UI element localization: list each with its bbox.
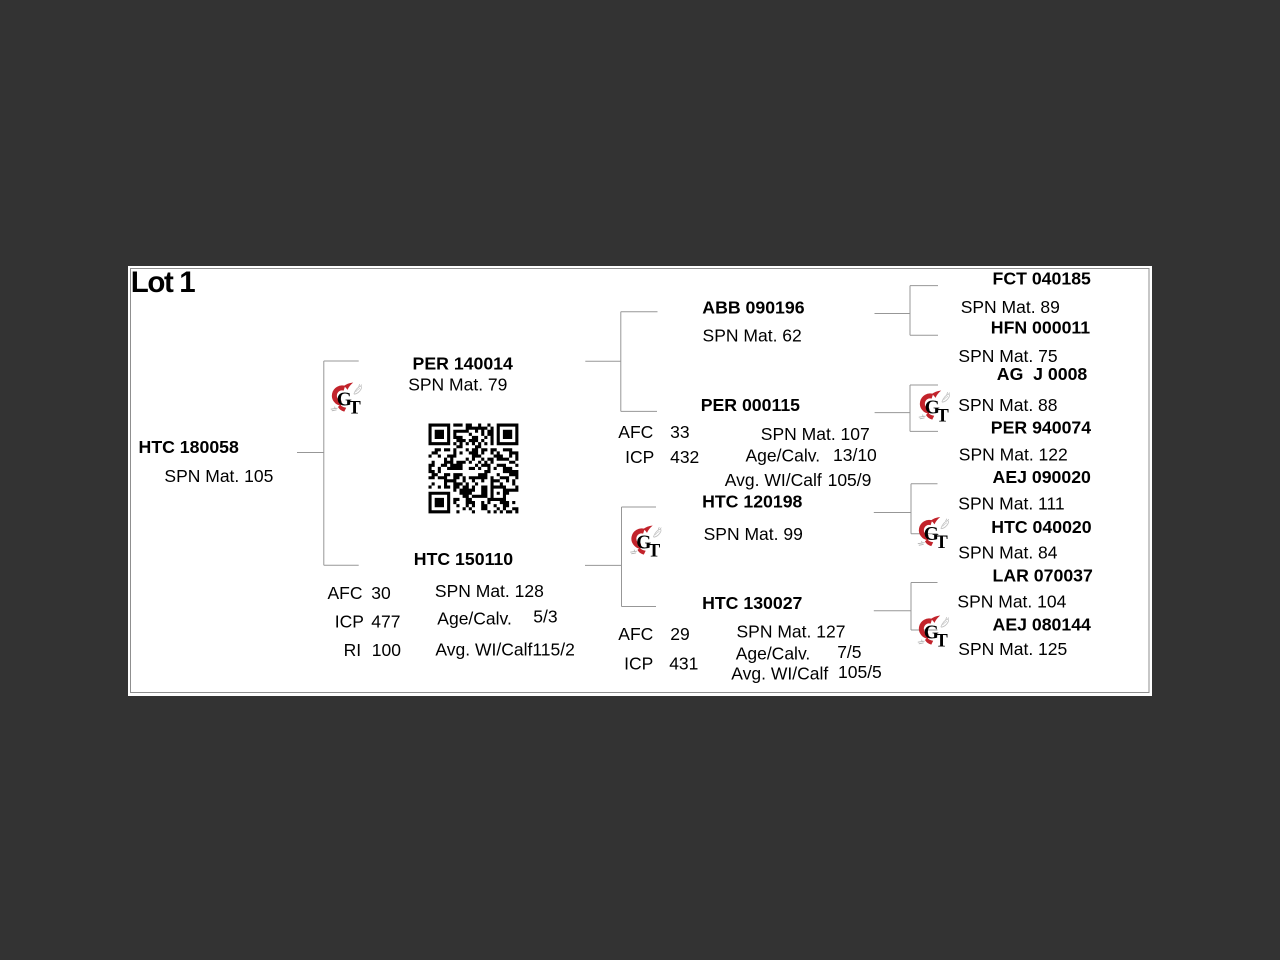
svg-text:ABB 090196: ABB 090196 (702, 298, 804, 318)
svg-text:SPN Mat. 122: SPN Mat. 122 (959, 444, 1068, 464)
svg-text:SPN Mat. 107: SPN Mat. 107 (761, 424, 870, 444)
svg-text:PER 140014: PER 140014 (413, 354, 513, 374)
svg-text:SPN Mat. 125: SPN Mat. 125 (958, 639, 1067, 659)
svg-text:Age/Calv.: Age/Calv. (746, 445, 821, 465)
svg-text:SPN Mat. 89: SPN Mat. 89 (961, 297, 1060, 317)
svg-text:ICP: ICP (335, 611, 364, 631)
svg-text:SPN Mat. 62: SPN Mat. 62 (703, 326, 802, 346)
svg-text:ICP: ICP (625, 447, 654, 467)
svg-text:432: 432 (670, 447, 699, 467)
svg-text:Avg. WI/Calf: Avg. WI/Calf (725, 470, 822, 490)
svg-text:SPN Mat. 105: SPN Mat. 105 (164, 466, 273, 486)
svg-text:HTC 180058: HTC 180058 (139, 437, 239, 457)
svg-text:100: 100 (372, 640, 401, 660)
svg-text:AFC: AFC (328, 583, 363, 603)
svg-text:AFC: AFC (618, 422, 653, 442)
svg-text:SPN Mat. 84: SPN Mat. 84 (958, 542, 1057, 562)
svg-text:RI: RI (344, 640, 362, 660)
svg-text:HFN 000011: HFN 000011 (991, 317, 1090, 337)
svg-text:AEJ 090020: AEJ 090020 (993, 467, 1092, 487)
svg-text:FCT 040185: FCT 040185 (993, 268, 1091, 288)
svg-text:SPN Mat. 127: SPN Mat. 127 (737, 621, 846, 641)
svg-text:SPN Mat. 111: SPN Mat. 111 (958, 494, 1064, 514)
svg-text:29: 29 (670, 624, 689, 644)
svg-text:LAR 070037: LAR 070037 (993, 566, 1093, 586)
svg-text:AEJ 080144: AEJ 080144 (993, 614, 1092, 634)
svg-text:PER 000115: PER 000115 (701, 395, 800, 415)
svg-text:HTC 150110: HTC 150110 (414, 549, 513, 569)
svg-text:PER 940074: PER 940074 (991, 418, 1091, 438)
svg-text:HTC 040020: HTC 040020 (991, 517, 1091, 537)
svg-text:AFC: AFC (618, 624, 653, 644)
svg-text:431: 431 (669, 653, 698, 673)
svg-text:5/3: 5/3 (533, 606, 557, 626)
svg-text:SPN Mat. 104: SPN Mat. 104 (957, 591, 1066, 611)
svg-text:ICP: ICP (624, 653, 653, 673)
svg-text:SPN Mat. 75: SPN Mat. 75 (958, 346, 1057, 366)
svg-text:Avg. WI/Calf115/2: Avg. WI/Calf115/2 (435, 640, 574, 660)
svg-text:SPN Mat. 128: SPN Mat. 128 (435, 581, 544, 601)
svg-text:Lot 1: Lot 1 (131, 266, 195, 299)
svg-text:30: 30 (371, 583, 391, 603)
svg-text:SPN Mat. 99: SPN Mat. 99 (704, 524, 803, 544)
svg-text:477: 477 (371, 611, 400, 631)
svg-text:Age/Calv.: Age/Calv. (736, 643, 811, 663)
svg-text:105/9: 105/9 (828, 470, 872, 490)
svg-text:7/5: 7/5 (837, 642, 861, 662)
svg-text:SPN Mat. 79: SPN Mat. 79 (408, 375, 507, 395)
svg-text:AG J 0008: AG J 0008 (997, 364, 1088, 384)
svg-text:Age/Calv.: Age/Calv. (437, 609, 512, 629)
svg-text:HTC 130027: HTC 130027 (702, 593, 802, 613)
svg-text:33: 33 (670, 422, 689, 442)
svg-text:HTC 120198: HTC 120198 (702, 492, 802, 512)
svg-text:SPN Mat. 88: SPN Mat. 88 (958, 395, 1057, 415)
svg-text:105/5: 105/5 (838, 662, 882, 682)
svg-text:13/10: 13/10 (833, 445, 877, 465)
svg-text:Avg. WI/Calf: Avg. WI/Calf (731, 664, 828, 684)
